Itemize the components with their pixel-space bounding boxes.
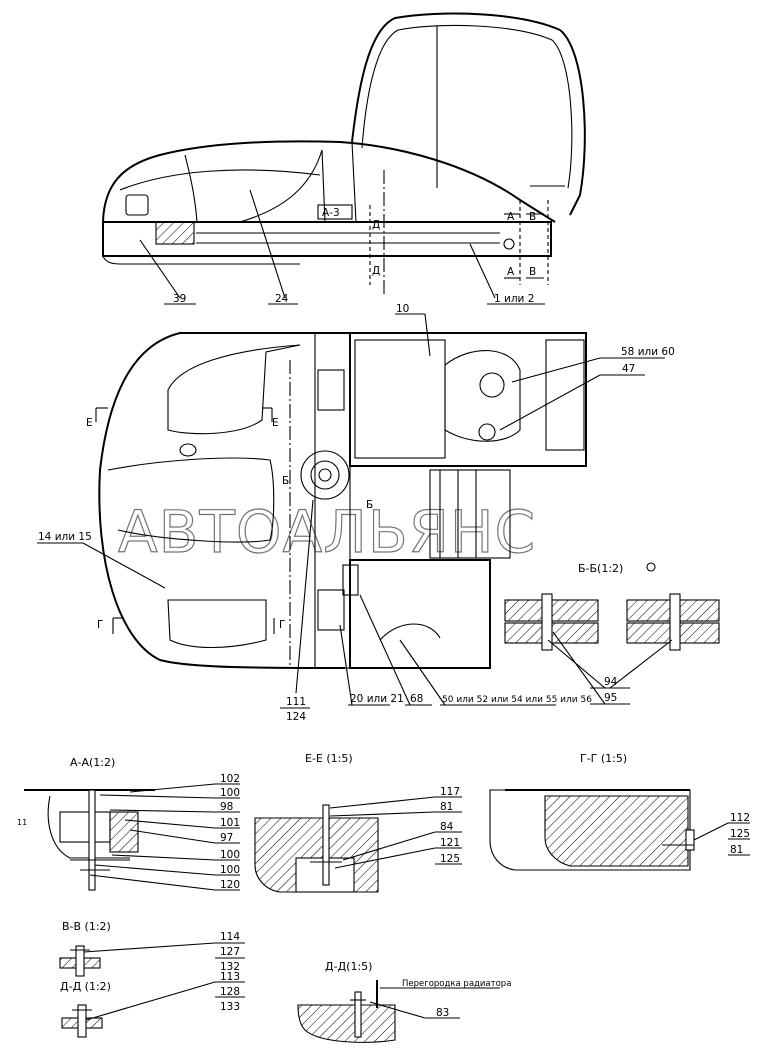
side-view: Д Д А В А В А-3 39 24 1 или 2 bbox=[102, 12, 586, 305]
tail-light bbox=[125, 194, 149, 216]
callout-132: 132 bbox=[220, 961, 240, 973]
callout-114: 114 bbox=[220, 931, 240, 943]
view-mark-d-top: Д bbox=[372, 219, 380, 231]
callout-100-c: 100 bbox=[220, 864, 240, 876]
callout-81-e: 81 bbox=[440, 801, 453, 813]
callout-102: 102 bbox=[220, 773, 240, 785]
callout-100-b: 100 bbox=[220, 849, 240, 861]
cab-frame-inner bbox=[361, 24, 573, 189]
callout-84: 84 bbox=[440, 821, 454, 833]
callout-113: 113 bbox=[220, 971, 240, 983]
callout-111: 111 bbox=[286, 696, 306, 708]
cab-frame-outer bbox=[351, 12, 586, 216]
view-mark-v-bottom: В bbox=[529, 266, 536, 278]
callout-68: 68 bbox=[410, 693, 423, 705]
callout-47: 47 bbox=[622, 363, 635, 375]
section-mark-g-right: Г bbox=[279, 619, 285, 631]
section-bb: Б-Б(1:2) 94 95 bbox=[504, 562, 720, 705]
callout-127: 127 bbox=[220, 946, 240, 958]
section-vv-title: В-В (1:2) bbox=[62, 920, 111, 933]
callout-117: 117 bbox=[440, 786, 460, 798]
top-view: Е Е Б Б Г Г 10 58 или 60 47 14 или 15 11… bbox=[37, 303, 675, 723]
callout-81-g: 81 bbox=[730, 844, 743, 856]
section-dd-small-title: Д-Д (1:2) bbox=[60, 980, 111, 993]
watermark-text: АВТОАЛЬЯНС bbox=[118, 498, 536, 566]
tank-box bbox=[349, 559, 491, 669]
view-mark-a-top: А bbox=[507, 211, 515, 223]
view-mark-a-bottom: А bbox=[507, 266, 515, 278]
section-dd-title: Д-Д(1:5) bbox=[325, 960, 372, 973]
section-mark-e-left: Е bbox=[86, 417, 93, 429]
callout-112: 112 bbox=[730, 812, 750, 824]
callout-94: 94 bbox=[604, 676, 618, 688]
section-aa-title: А-А(1:2) bbox=[70, 756, 115, 769]
side-plate bbox=[317, 204, 353, 220]
callout-95: 95 bbox=[604, 692, 617, 704]
section-mark-b-right: Б bbox=[366, 499, 373, 511]
callout-120: 120 bbox=[220, 879, 240, 891]
dim-11: 11 bbox=[17, 818, 27, 827]
callout-133: 133 bbox=[220, 1001, 240, 1013]
callout-98: 98 bbox=[220, 801, 233, 813]
callout-24: 24 bbox=[275, 293, 289, 305]
callout-128: 128 bbox=[220, 986, 240, 998]
weight-section bbox=[155, 221, 195, 245]
callout-100-a: 100 bbox=[220, 787, 240, 799]
callout-50-56: 50 или 52 или 54 или 55 или 56 bbox=[442, 695, 592, 705]
callout-39: 39 bbox=[173, 293, 186, 305]
callout-125-g: 125 bbox=[730, 828, 750, 840]
side-plate-label: А-3 bbox=[322, 207, 340, 219]
callout-121: 121 bbox=[440, 837, 460, 849]
callout-58-or-60: 58 или 60 bbox=[621, 346, 675, 358]
aa-leaders bbox=[89, 783, 240, 891]
section-ee-title: Е-Е (1:5) bbox=[305, 752, 353, 765]
callout-14-or-15: 14 или 15 bbox=[38, 531, 92, 543]
callout-101: 101 bbox=[220, 817, 240, 829]
view-mark-v-top: В bbox=[529, 211, 536, 223]
section-dd-small: Д-Д (1:2) 113 128 133 bbox=[60, 971, 245, 1038]
section-mark-g-left: Г bbox=[97, 619, 103, 631]
body-outline bbox=[98, 332, 355, 669]
section-bb-title: Б-Б(1:2) bbox=[578, 562, 623, 575]
section-mark-b-left: Б bbox=[282, 475, 289, 487]
pivot-ring bbox=[300, 450, 350, 500]
callout-20-or-21: 20 или 21 bbox=[350, 693, 404, 705]
section-dd: Д-Д(1:5) Перегородка радиатора 83 bbox=[297, 960, 511, 1043]
callout-124: 124 bbox=[286, 711, 306, 723]
section-aa: А-А(1:2) 11 102 100 98 bbox=[17, 756, 240, 891]
section-gg-title: Г-Г (1:5) bbox=[580, 752, 627, 765]
section-vv: В-В (1:2) 114 127 132 bbox=[59, 920, 245, 977]
section-gg: Г-Г (1:5) 112 125 81 bbox=[489, 752, 750, 871]
callout-1-or-2: 1 или 2 bbox=[494, 293, 534, 305]
section-ee: Е-Е (1:5) 117 81 84 121 125 bbox=[254, 752, 462, 893]
callout-125-e: 125 bbox=[440, 853, 460, 865]
callout-83: 83 bbox=[436, 1007, 449, 1019]
callout-10: 10 bbox=[396, 303, 409, 315]
radiator-partition-note: Перегородка радиатора bbox=[402, 979, 511, 989]
callout-97: 97 bbox=[220, 832, 233, 844]
body-top bbox=[102, 140, 556, 223]
section-mark-e-right: Е bbox=[272, 417, 279, 429]
view-mark-d-bottom: Д bbox=[372, 265, 380, 277]
